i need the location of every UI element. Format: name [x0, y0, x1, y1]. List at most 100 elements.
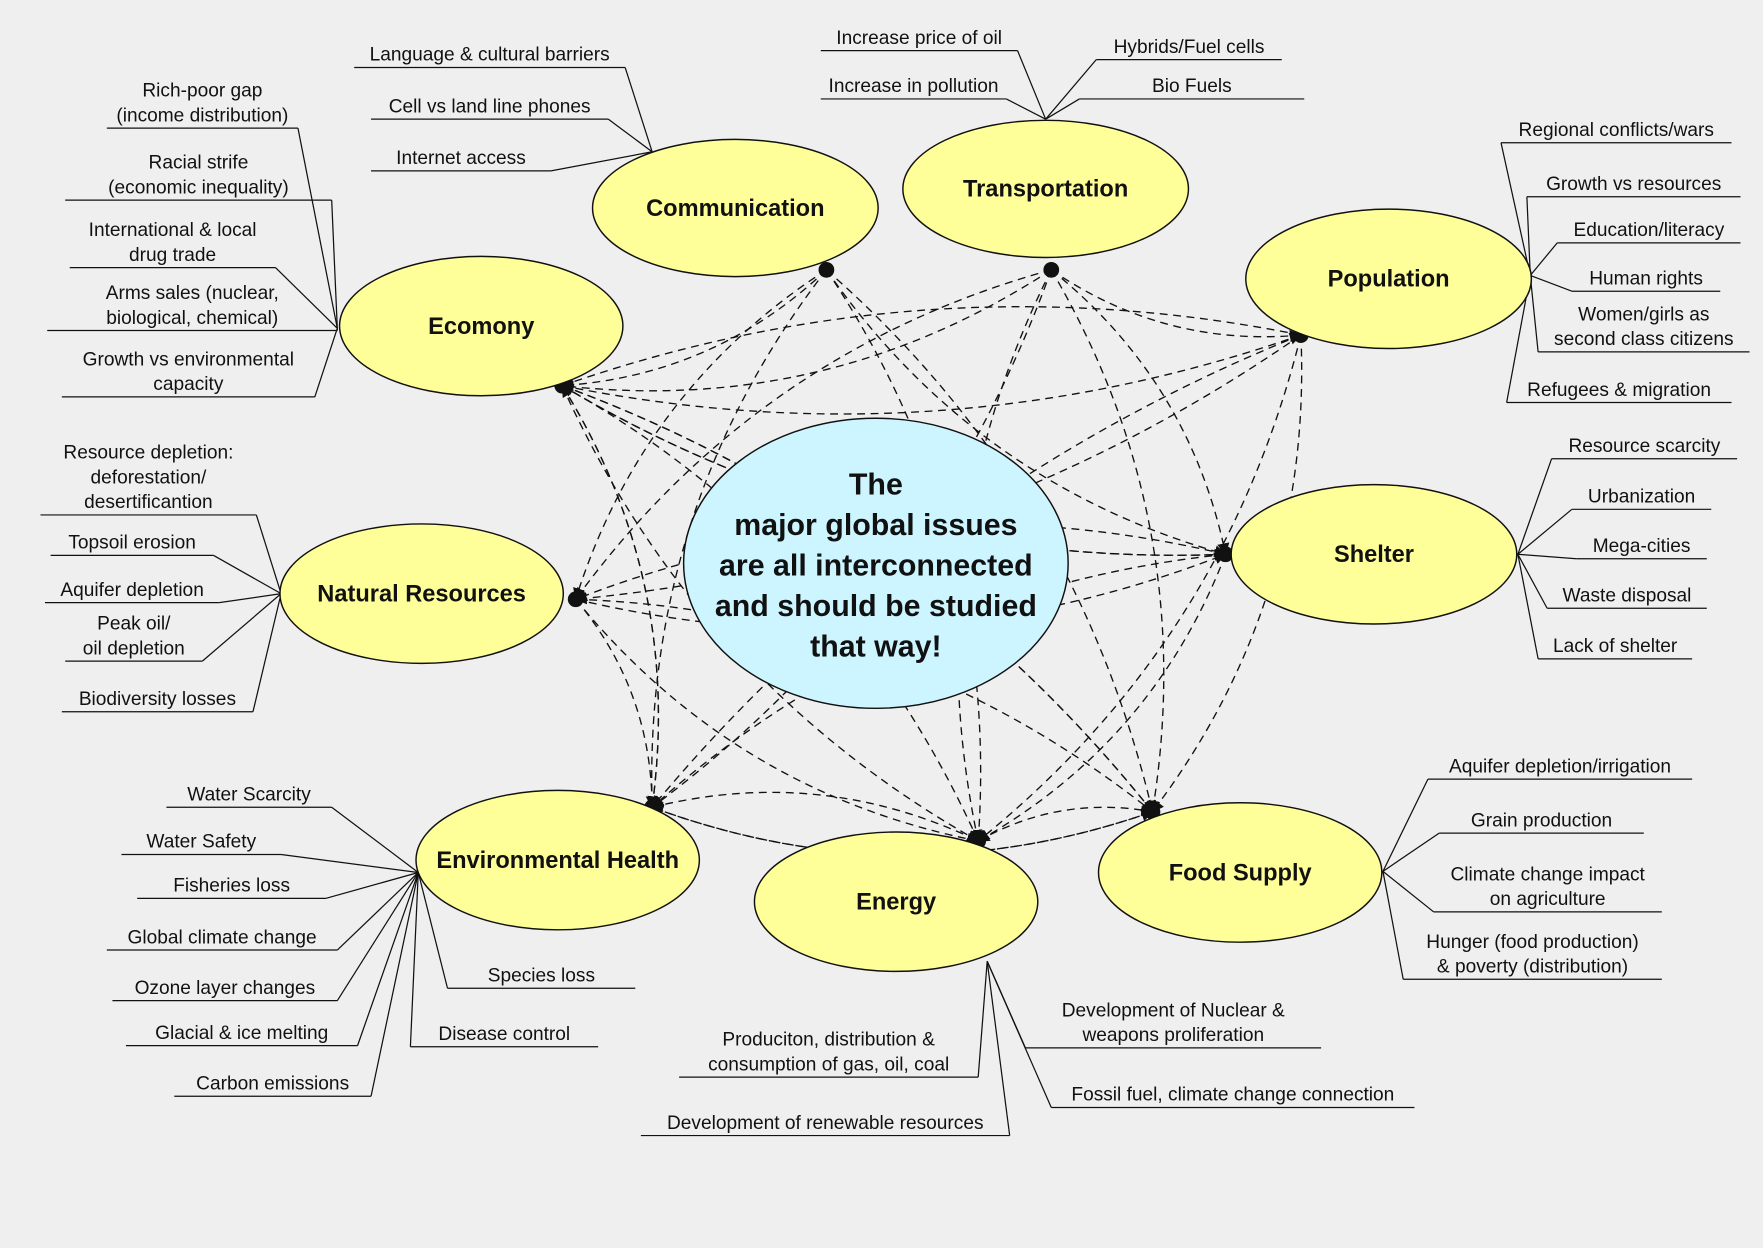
energy-leader-line: [986, 961, 1052, 1108]
label-line: weapons proliferation: [1081, 1025, 1264, 1046]
label-line: on agriculture: [1490, 889, 1606, 910]
environmental-health-branch-5: Ozone layer changes: [112, 872, 419, 1002]
communication-branch-2: Cell vs land line phones: [371, 96, 653, 153]
label-line: (income distribution): [116, 105, 288, 126]
center-shape: [682, 417, 1069, 710]
food-supply-branch-label: Hunger (food production)& poverty (distr…: [1426, 932, 1638, 978]
link-population-to-energy: [977, 334, 1302, 842]
population-branch-label: Education/literacy: [1573, 220, 1724, 241]
energy-branch-label: Fossil fuel, climate change connection: [1071, 1085, 1394, 1106]
economy-branch-label: Rich-poor gap (income distribution): [116, 81, 288, 127]
communication-leader-line: [550, 151, 653, 172]
label-line: Development of renewable resources: [667, 1113, 984, 1134]
center-text-line: The: [849, 469, 903, 502]
center-text-line: are all interconnected: [719, 550, 1033, 583]
population-leader-line: [1529, 242, 1558, 276]
link-shelter-to-economy: [561, 385, 1226, 556]
natural-resources-branch-label: Biodiversity losses: [79, 689, 236, 710]
label-line: Language & cultural barriers: [370, 45, 610, 66]
environmental-health-leader-line: [370, 872, 419, 1097]
link-transportation-to-population: [1050, 269, 1303, 343]
node-food-supply: Food Supply: [1097, 802, 1383, 943]
label-line: Growth vs environmental: [83, 349, 294, 370]
label-line: Human rights: [1589, 268, 1703, 289]
transportation-leader-line: [1045, 59, 1097, 120]
environmental-health-branch-label: Disease control: [438, 1024, 570, 1045]
label-line: Resource scarcity: [1568, 436, 1720, 457]
label-line: Rich-poor gap: [142, 81, 262, 102]
population-branch-label: Regional conflicts/wars: [1519, 120, 1714, 141]
node-transportation-title: Transportation: [963, 177, 1128, 203]
link-population-to-economy: [561, 306, 1302, 388]
energy-branch-label: Produciton, distribution &consumption of…: [708, 1030, 949, 1076]
node-food-supply-shape: [1097, 802, 1383, 943]
label-line: Lack of shelter: [1553, 636, 1678, 657]
label-line: Species loss: [488, 966, 595, 987]
label-line: Hybrids/Fuel cells: [1114, 37, 1265, 58]
node-energy-title: Energy: [856, 890, 936, 916]
communication-leader-line: [624, 67, 653, 152]
natural-resources-branch-label: Aquifer depletion: [60, 580, 203, 601]
link-transportation-to-shelter: [1050, 269, 1230, 556]
transportation-arrow-cluster: [1043, 261, 1060, 278]
shelter-branch-label: Lack of shelter: [1553, 636, 1678, 657]
label-line: Aquifer depletion/irrigation: [1449, 756, 1671, 777]
natural-resources-leader-line: [201, 593, 282, 662]
label-line: Increase in pollution: [829, 76, 999, 97]
natural-resources-branch-3: Aquifer depletion: [44, 580, 282, 604]
label-line: Cell vs land line phones: [389, 96, 591, 117]
link-shelter-to-environmental-health: [651, 553, 1226, 809]
energy-branch-4: Fossil fuel, climate change connection: [986, 961, 1415, 1109]
transportation-branch-label: Hybrids/Fuel cells: [1114, 37, 1265, 58]
label-line: International & local: [89, 220, 257, 241]
label-line: Climate change impact: [1450, 864, 1645, 885]
natural-resources-branch-5: Biodiversity losses: [61, 593, 282, 713]
shelter-branch-label: Waste disposal: [1563, 586, 1692, 607]
food-supply-branch-1: Aquifer depletion/irrigation: [1382, 756, 1693, 872]
label-line: Bio Fuels: [1152, 76, 1232, 97]
environmental-health-branch-3: Fisheries loss: [137, 871, 419, 899]
natural-resources-leader-line: [219, 593, 282, 604]
shelter-branch-label: Mega-cities: [1593, 536, 1691, 557]
label-line: Women/girls as: [1578, 304, 1709, 325]
environmental-health-branch-label: Fisheries loss: [173, 876, 290, 897]
transportation-leader-line: [1045, 98, 1080, 120]
node-shelter-title: Shelter: [1334, 542, 1414, 568]
natural-resources-branch-label: Topsoil erosion: [68, 533, 195, 554]
label-line: Disease control: [438, 1024, 570, 1045]
population-branch-label: Refugees & migration: [1527, 380, 1711, 401]
label-line: Biodiversity losses: [79, 689, 236, 710]
link-natural-resources-to-environmental-health: [575, 598, 659, 809]
shelter-branch-label: Resource scarcity: [1568, 436, 1720, 457]
label-line: Internet access: [396, 148, 526, 169]
label-line: Arms sales (nuclear,: [106, 283, 279, 304]
label-line: Global climate change: [128, 927, 317, 948]
label-line: desertificantion: [84, 492, 213, 513]
label-line: Resource depletion:: [63, 443, 233, 464]
communication-arrow-cluster: [818, 261, 835, 278]
transportation-leader-line: [1016, 50, 1047, 120]
node-transportation-shape: [902, 119, 1190, 259]
label-line: Topsoil erosion: [68, 533, 195, 554]
node-population-title: Population: [1328, 267, 1450, 293]
transportation-branch-1: Increase price of oil: [820, 28, 1047, 120]
energy-branch-2: Development of renewable resources: [640, 961, 1011, 1137]
label-line: Fisheries loss: [173, 876, 290, 897]
food-supply-leader-line: [1382, 778, 1429, 872]
natural-resources-branch-4: Peak oil/oil depletion: [65, 593, 282, 662]
environmental-health-branch-label: Glacial & ice melting: [155, 1023, 328, 1044]
food-supply-branch-label: Aquifer depletion/irrigation: [1449, 756, 1671, 777]
natural-resources-leader-line: [252, 593, 282, 712]
economy-leader-line: [331, 200, 338, 329]
shelter-leader-line: [1517, 554, 1539, 659]
link-food-supply-to-environmental-health: [650, 805, 1153, 856]
transportation-branch-label: Increase in pollution: [829, 76, 999, 97]
environmental-health-branch-label: Carbon emissions: [196, 1073, 349, 1094]
natural-resources-leader-line: [255, 514, 282, 594]
population-branch-2: Growth vs resources: [1526, 174, 1741, 276]
link-transportation-to-natural-resources: [574, 269, 1052, 601]
food-supply-branch-2: Grain production: [1382, 810, 1644, 872]
population-leader-line: [1526, 196, 1531, 276]
